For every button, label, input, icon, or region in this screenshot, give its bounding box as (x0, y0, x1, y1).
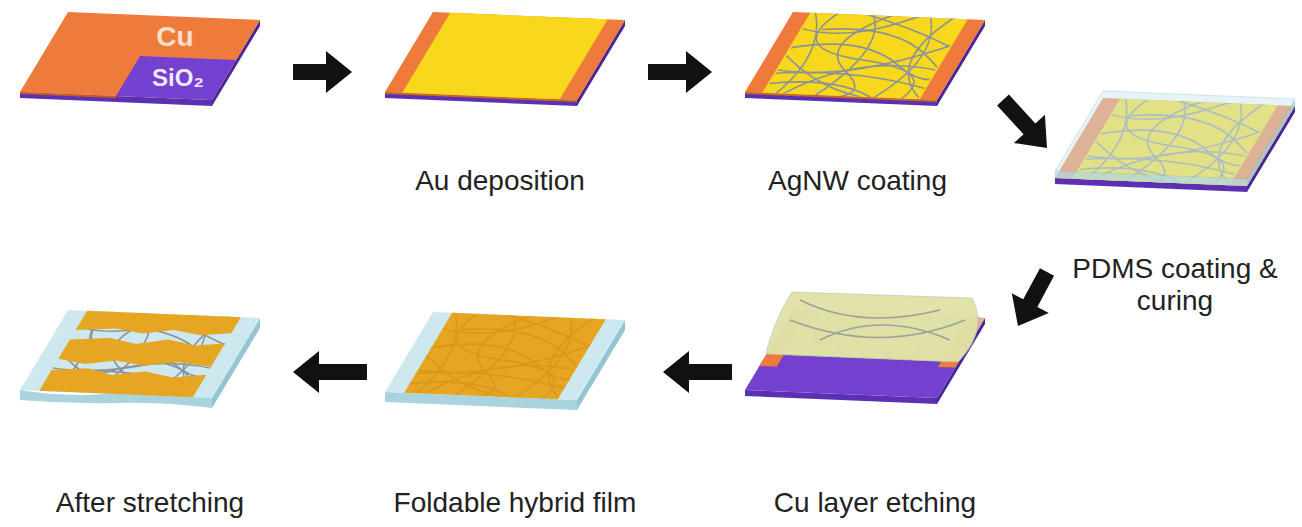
process-step: Au deposition (355, 5, 645, 200)
illustration-part (373, 305, 648, 405)
illustration-part (39, 367, 207, 397)
illustration-part (56, 336, 226, 370)
illustration-part (733, 5, 1008, 105)
illustration-part (75, 311, 241, 337)
layer-label: SiO₂ (152, 64, 204, 92)
illustration-part (1043, 91, 1302, 191)
process-arrow (997, 95, 1047, 148)
illustration-part (764, 13, 966, 99)
illustration-part (385, 312, 625, 400)
peeling-film (733, 292, 1008, 404)
illustration-part (20, 12, 260, 100)
illustration-part (20, 310, 260, 398)
process-arrow (648, 51, 712, 93)
illustration-part (404, 313, 606, 399)
process-step: PDMS coating & curing (1050, 90, 1300, 320)
process-step: Cu layer etching (735, 290, 1015, 522)
step-caption: After stretching (56, 487, 244, 519)
illustration-part (764, 13, 966, 99)
pdms-coated-substrate (1043, 91, 1302, 192)
illustration-part (404, 313, 606, 399)
process-step: Foldable hybrid film (370, 290, 660, 522)
process-step: AgNW coating (715, 5, 1000, 200)
illustration-part (116, 56, 236, 100)
illustration-part (1055, 91, 1295, 179)
hybrid-film (373, 305, 648, 410)
illustration-part (404, 313, 606, 399)
process-arrow (293, 351, 367, 393)
step-caption: Au deposition (415, 165, 585, 197)
cu-sio2-substrate (20, 12, 260, 106)
illustration-part (39, 311, 241, 397)
au-deposited-substrate (385, 12, 625, 106)
illustration-part (762, 13, 967, 100)
step-caption: PDMS coating & curing (1068, 253, 1283, 317)
process-arrow (1012, 268, 1054, 326)
step-caption: Foldable hybrid film (394, 487, 637, 519)
process-arrow (293, 51, 352, 93)
illustration-part (385, 12, 625, 100)
illustration-part (766, 292, 978, 362)
process-step: After stretching (10, 290, 290, 522)
step-caption: Cu layer etching (774, 487, 976, 519)
illustration-part (1055, 91, 1295, 179)
illustration-part (766, 292, 978, 362)
step-caption: AgNW coating (768, 165, 947, 197)
illustration-part (790, 300, 965, 340)
illustration-part (20, 12, 260, 100)
illustration-part (1074, 99, 1276, 185)
illustration-part (402, 13, 607, 100)
illustration-part (745, 12, 985, 100)
agnw-coated-substrate (733, 5, 1008, 106)
illustration-part (385, 12, 625, 100)
stretched-film (8, 303, 283, 408)
process-arrow (663, 351, 732, 393)
process-step: CuSiO₂ (10, 5, 290, 115)
illustration-part (1074, 99, 1276, 185)
layer-label: Cu (156, 21, 193, 53)
illustration-part (8, 303, 283, 403)
illustration-part (39, 311, 241, 397)
